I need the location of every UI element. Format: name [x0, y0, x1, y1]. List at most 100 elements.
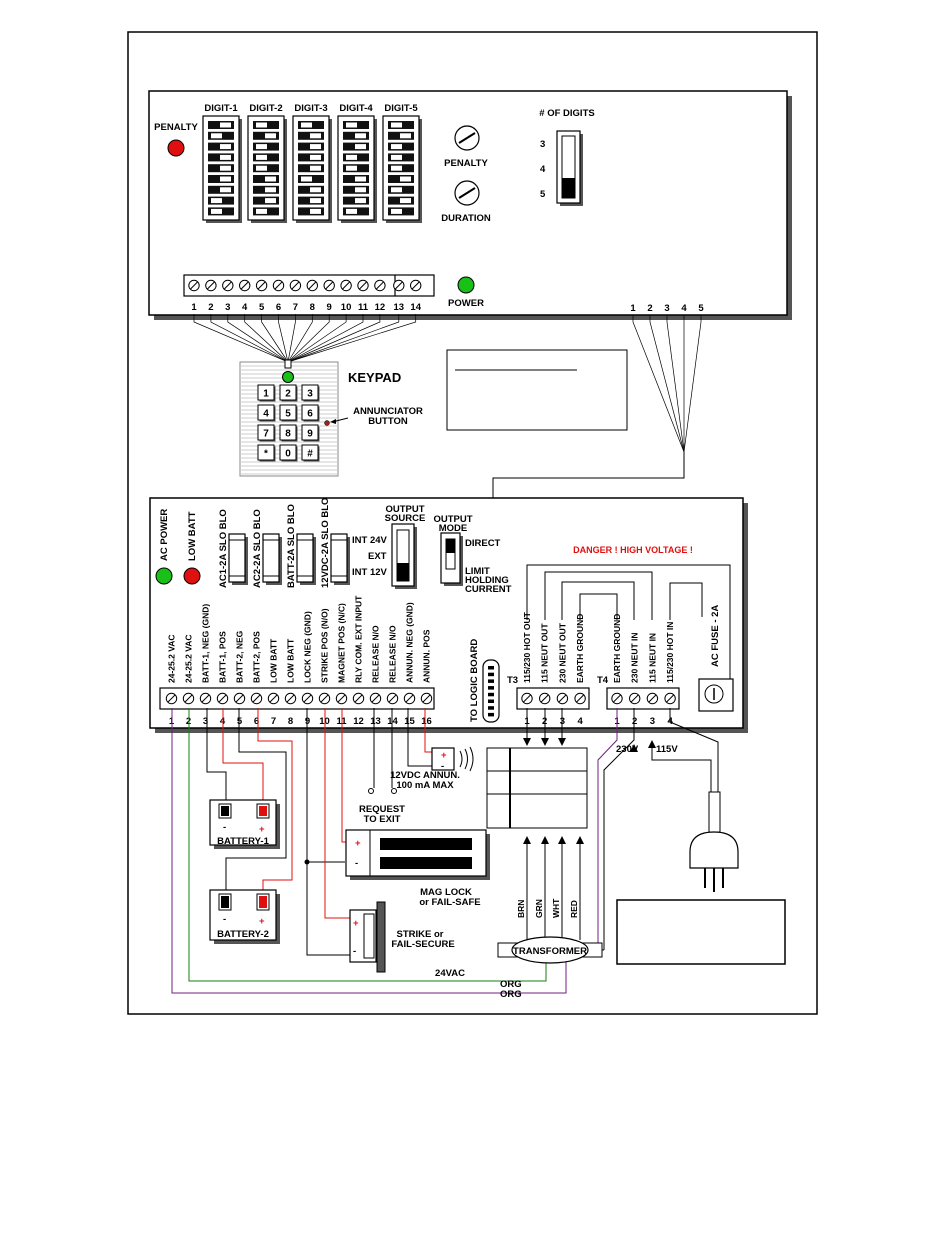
output-source-int24: INT 24V	[352, 535, 388, 546]
top-terminal-11[interactable]	[357, 279, 369, 292]
t3-label: T3	[507, 675, 518, 686]
output-mode-switch[interactable]	[440, 532, 463, 586]
keypad-key-star[interactable]: *	[257, 444, 276, 462]
top-terminal-6[interactable]	[272, 279, 285, 292]
power-terminal-3[interactable]	[199, 692, 212, 705]
top-terminal-7[interactable]	[289, 279, 302, 292]
dip-switch-digit-2[interactable]	[247, 115, 287, 223]
top-terminal-9[interactable]	[323, 279, 335, 292]
power-terminal-4[interactable]	[216, 692, 229, 705]
annunciator-button[interactable]	[324, 420, 330, 426]
fuse-3[interactable]	[296, 533, 316, 585]
battery-1-label: BATTERY-1	[217, 836, 269, 847]
penalty-pot[interactable]	[454, 125, 480, 151]
top-terminal-2[interactable]	[205, 279, 217, 292]
external-wiring: + - BRN GRN WHT RED	[171, 708, 786, 1000]
num-digits-switch[interactable]	[556, 130, 583, 206]
top-terminal-number-12: 12	[375, 302, 386, 313]
dip-switch-digit-5[interactable]	[382, 115, 422, 223]
fuse-4[interactable]	[330, 533, 350, 585]
keypad-key-7[interactable]: 7	[257, 424, 276, 442]
top-terminal-4[interactable]	[239, 279, 251, 292]
power-terminal-label-16: ANNUN. POS	[422, 629, 432, 683]
power-terminal-6[interactable]	[250, 692, 263, 705]
t4-terminal-label-1: EARTH GROUND	[612, 614, 622, 683]
power-terminal-12[interactable]	[352, 692, 365, 705]
t3-terminal-2[interactable]	[539, 692, 551, 705]
wire-red: RED	[569, 900, 579, 918]
top-terminal-13[interactable]	[393, 279, 405, 292]
battery-2	[209, 889, 280, 944]
fuse-label-1: AC1-2A SLO BLO	[218, 509, 229, 588]
battery-2-plus: +	[259, 916, 265, 927]
top-terminal-14[interactable]	[410, 279, 422, 292]
power-terminal-label-13: RELEASE N/O	[371, 625, 381, 683]
power-terminal-10[interactable]	[318, 692, 331, 705]
top-terminal-5[interactable]	[255, 279, 268, 292]
power-terminal-16[interactable]	[420, 692, 433, 705]
t3-terminal-1[interactable]	[521, 692, 533, 705]
t4-terminal-4[interactable]	[664, 692, 676, 705]
keypad-key-5[interactable]: 5	[279, 404, 298, 422]
top-terminal-12[interactable]	[374, 279, 386, 292]
keypad-key-label: *	[264, 449, 268, 460]
keypad-key-2[interactable]: 2	[279, 384, 298, 402]
t3-terminal-3[interactable]	[556, 692, 569, 705]
output-source-switch[interactable]	[391, 523, 417, 589]
top-terminal-8[interactable]	[306, 279, 318, 292]
output-mode-current: CURRENT	[465, 584, 512, 595]
t4-terminal-1[interactable]	[611, 692, 623, 705]
power-terminal-15[interactable]	[403, 692, 416, 705]
top-terminal-1[interactable]	[188, 279, 200, 292]
power-terminal-8[interactable]	[284, 692, 297, 705]
duration-pot[interactable]	[454, 180, 480, 206]
top-terminal-number-3: 3	[225, 302, 230, 313]
dip-switch-digit-3[interactable]	[292, 115, 332, 223]
keypad-key-9[interactable]: 9	[301, 424, 320, 442]
t3-terminal-4[interactable]	[574, 692, 586, 705]
power-terminal-label-14: RELEASE N/O	[388, 625, 398, 683]
top-terminal-10[interactable]	[340, 279, 352, 292]
t4-terminal-number-2: 2	[632, 716, 637, 727]
keypad-key-4[interactable]: 4	[257, 404, 276, 422]
keypad-key-hash[interactable]: #	[301, 444, 320, 462]
mag-lock-label-1: MAG LOCK	[420, 887, 472, 898]
outer-frame	[127, 31, 818, 1015]
power-terminal-1[interactable]	[165, 692, 178, 705]
keypad-led	[282, 371, 294, 383]
strike-minus: -	[353, 946, 356, 957]
keypad-key-label: #	[307, 449, 313, 460]
power-terminal-11[interactable]	[335, 692, 348, 705]
fuse-2[interactable]	[262, 533, 282, 585]
keypad-key-0[interactable]: 0	[279, 444, 298, 462]
keypad-key-6[interactable]: 6	[301, 404, 320, 422]
keypad-key-8[interactable]: 8	[279, 424, 298, 442]
keypad-key-1[interactable]: 1	[257, 384, 276, 402]
power-terminal-14[interactable]	[386, 692, 399, 705]
t4-terminal-2[interactable]	[629, 692, 641, 705]
power-terminal-13[interactable]	[369, 692, 382, 705]
power-terminal-5[interactable]	[233, 692, 246, 705]
power-terminal-7[interactable]	[267, 692, 280, 705]
fuse-label-4: 12VDC-2A SLO BLO	[320, 498, 331, 588]
keypad-key-label: 8	[285, 429, 291, 440]
power-terminal-2[interactable]	[182, 692, 195, 705]
wire-wht: WHT	[551, 898, 561, 918]
fuse-1[interactable]	[228, 533, 248, 585]
top-terminal-3[interactable]	[222, 279, 234, 292]
power-terminal-9[interactable]	[301, 692, 314, 705]
top-terminal-number-2: 2	[208, 302, 213, 313]
output-source-ext: EXT	[368, 551, 387, 562]
top-terminal-number-13: 13	[394, 302, 405, 313]
power-terminal-label-9: LOCK NEG (GND)	[303, 611, 313, 683]
power-terminal-label-15: ANNUN. NEG (GND)	[405, 602, 415, 683]
dip-switch-digit-4[interactable]	[337, 115, 377, 223]
keypad-key-label: 4	[263, 409, 269, 420]
keypad-key-label: 2	[285, 389, 291, 400]
dip-switch-digit-1[interactable]	[202, 115, 242, 223]
t4-terminal-3[interactable]	[646, 692, 659, 705]
keypad-key-3[interactable]: 3	[301, 384, 320, 402]
